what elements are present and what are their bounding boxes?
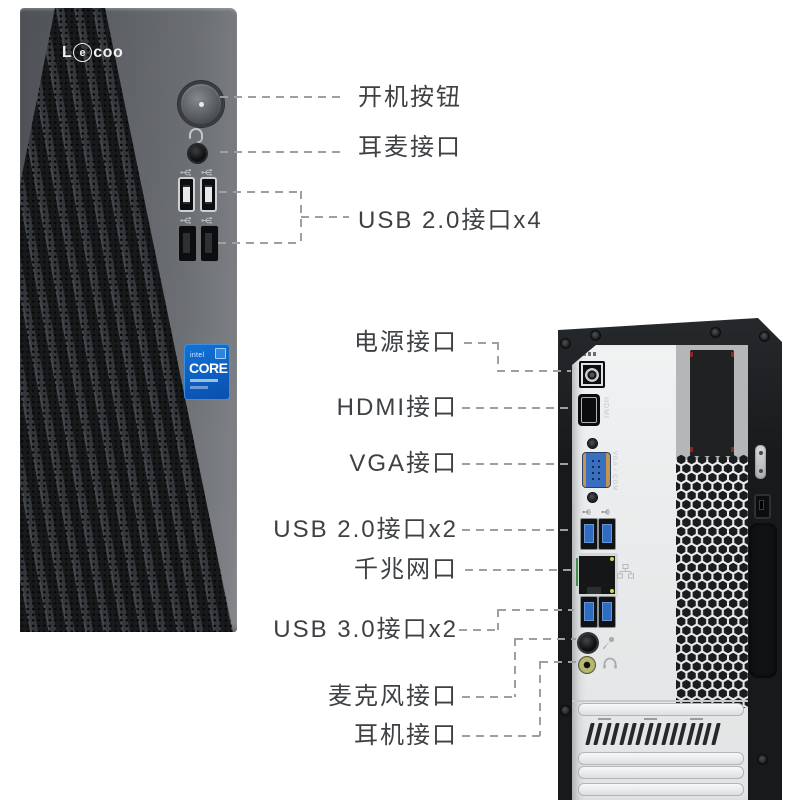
- callout-line: [497, 370, 571, 372]
- slot-cover: [578, 766, 744, 779]
- callout-label-vga: VGA接口: [349, 450, 458, 477]
- screw-icon: [758, 755, 767, 764]
- kensington-lock-slot: [754, 494, 771, 519]
- callout-line: [464, 342, 498, 344]
- callout-line: [497, 342, 499, 371]
- badge-chip-mark: [215, 348, 226, 359]
- callout-label-power-port: 电源接口: [354, 329, 458, 356]
- badge-subtext-bar: [190, 386, 208, 389]
- callout-line: [497, 609, 499, 630]
- power-port: [579, 361, 605, 388]
- callout-label-headphone: 耳机接口: [354, 722, 458, 749]
- vga-marking: VGA / COM: [611, 451, 617, 492]
- handle-recess: [749, 522, 777, 678]
- screw-icon: [711, 328, 720, 337]
- screw-icon: [591, 331, 600, 340]
- vent-slats: [585, 723, 726, 745]
- ethernet-port: [576, 553, 618, 597]
- vga-port: [582, 452, 611, 488]
- plate-seam: [572, 700, 748, 702]
- rear-usb2-port: [598, 518, 616, 550]
- logo-rest: coo: [93, 43, 124, 61]
- power-button-icon: [178, 81, 224, 127]
- callout-line: [539, 661, 541, 736]
- callout-label-hdmi: HDMI接口: [336, 394, 458, 421]
- headphone-jack: [579, 657, 595, 673]
- callout-label-power-button: 开机按钮: [358, 84, 462, 111]
- rear-usb3-port: [580, 596, 598, 628]
- callout-line: [462, 735, 540, 737]
- front-usb-port: [200, 177, 217, 212]
- rear-usb3-port: [598, 596, 616, 628]
- callout-line: [301, 216, 349, 218]
- screw-icon: [760, 332, 769, 341]
- expansion-bay: [676, 345, 748, 460]
- slot-cover: [578, 783, 744, 796]
- badge-brand: intel: [190, 352, 205, 359]
- slot-cover: [578, 703, 744, 716]
- headset-jack: [189, 145, 206, 162]
- callout-label-microphone: 麦克风接口: [328, 683, 458, 710]
- callout-line: [459, 629, 498, 631]
- front-usb-port: [200, 225, 219, 262]
- callout-label-ethernet: 千兆网口: [354, 556, 458, 583]
- callout-line: [220, 96, 346, 98]
- usb-icon: [201, 217, 212, 224]
- badge-series: CORE: [189, 360, 228, 376]
- headset-icon: [189, 128, 203, 143]
- rear-usb2-port: [580, 518, 598, 550]
- rear-tower: HDMI VGA / COM: [558, 318, 782, 800]
- callout-line: [218, 242, 302, 244]
- usb-icon: [601, 509, 611, 515]
- intel-core-badge: intel CORE: [185, 345, 229, 399]
- screw-icon: [588, 439, 597, 448]
- callout-line: [462, 529, 570, 531]
- microphone-icon: [602, 636, 615, 650]
- usb-icon: [180, 169, 191, 176]
- microphone-jack: [579, 634, 597, 652]
- callout-line: [462, 463, 568, 465]
- screw-icon: [561, 339, 570, 348]
- callout-line: [540, 661, 576, 663]
- usb-icon: [201, 169, 212, 176]
- callout-label-headset-jack: 耳麦接口: [358, 134, 462, 161]
- hex-vent-grille: [676, 455, 748, 708]
- case-latch: [755, 445, 766, 479]
- badge-subtext-bar: [190, 379, 218, 382]
- front-usb-port: [178, 177, 195, 212]
- headphone-icon: [603, 657, 617, 669]
- callout-line: [515, 638, 576, 640]
- callout-line: [462, 696, 515, 698]
- usb-icon: [582, 509, 592, 515]
- network-icon: [617, 564, 634, 579]
- callout-line: [462, 407, 570, 409]
- rear-io-plate: HDMI VGA / COM: [572, 345, 748, 800]
- usb-icon: [180, 217, 191, 224]
- callout-label-front-usb: USB 2.0接口x4: [358, 207, 543, 234]
- rear-right-frame: [748, 318, 782, 800]
- front-usb-port: [178, 225, 197, 262]
- logo-letter: L: [62, 43, 73, 61]
- slot-cover: [578, 752, 744, 765]
- screw-icon: [561, 706, 570, 715]
- callout-label-rear-usb2: USB 2.0接口x2: [273, 516, 458, 543]
- hdmi-port: [578, 394, 600, 426]
- callout-line: [498, 609, 574, 611]
- screw-icon: [588, 493, 597, 502]
- dc-marking: [583, 352, 598, 356]
- hdmi-marking: HDMI: [602, 397, 609, 419]
- expansion-bracket: [690, 350, 734, 456]
- callout-line: [514, 638, 516, 697]
- callout-line: [219, 191, 302, 193]
- logo-circled-e: e: [73, 43, 93, 62]
- callout-label-rear-usb3: USB 3.0接口x2: [273, 616, 458, 643]
- callout-line: [465, 569, 571, 571]
- callout-line: [220, 151, 346, 153]
- power-led-dot: [198, 101, 204, 107]
